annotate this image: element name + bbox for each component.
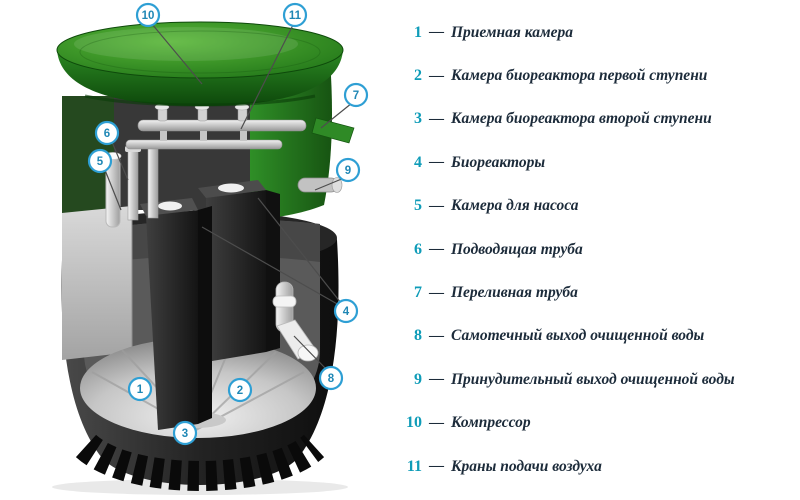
legend-number: 10 [406, 414, 422, 432]
legend-item: 2 — Камера биореактора первой ступени [394, 54, 792, 97]
callout-7: 7 [343, 82, 369, 108]
leader-lines [104, 23, 353, 371]
legend-dash: — [429, 24, 444, 41]
callout-8: 8 [318, 365, 344, 391]
callout-markers: 1 2 3 4 5 6 7 [87, 2, 369, 446]
svg-text:8: 8 [328, 373, 335, 385]
legend-label: Компрессор [451, 414, 531, 432]
legend-label: Приемная камера [451, 23, 573, 41]
svg-text:6: 6 [104, 128, 110, 140]
svg-text:2: 2 [237, 385, 243, 397]
legend-number: 2 [414, 67, 422, 85]
legend-item: 7 — Переливная труба [394, 271, 792, 314]
overflow-lip [311, 117, 355, 144]
callout-9: 9 [335, 157, 361, 183]
legend-label: Самотечный выход очищенной воды [451, 327, 705, 345]
legend-label: Камера для насоса [451, 197, 579, 215]
legend-item: 8 — Самотечный выход очищенной воды [394, 315, 792, 358]
legend: 1 — Приемная камера 2 — Камера биореакто… [394, 11, 792, 488]
legend-label: Биореакторы [451, 153, 546, 171]
legend-item: 4 — Биореакторы [394, 141, 792, 184]
svg-text:10: 10 [142, 10, 155, 22]
legend-label: Подводящая труба [451, 240, 583, 258]
svg-text:1: 1 [137, 384, 144, 396]
callout-1: 1 [127, 376, 153, 402]
legend-label: Камера биореактора второй ступени [451, 110, 712, 128]
legend-label: Краны подачи воздуха [451, 457, 602, 475]
legend-number: 7 [414, 284, 422, 302]
legend-item: 6 — Подводящая труба [394, 228, 792, 271]
legend-dash: — [429, 197, 444, 214]
legend-label: Переливная труба [451, 284, 578, 302]
legend-item: 3 — Камера биореактора второй ступени [394, 98, 792, 141]
legend-dash: — [429, 67, 444, 84]
callout-5: 5 [87, 148, 113, 174]
legend-number: 5 [414, 197, 422, 215]
legend-label: Камера биореактора первой ступени [451, 67, 708, 85]
legend-number: 4 [414, 153, 422, 171]
bioreactor-chamber-right [198, 180, 280, 362]
legend-dash: — [429, 371, 444, 388]
svg-text:11: 11 [289, 10, 302, 22]
air-manifold [125, 103, 307, 150]
legend-number: 8 [414, 327, 422, 345]
callout-4: 4 [333, 298, 359, 324]
legend-dash: — [429, 110, 444, 127]
legend-item: 11 — Краны подачи воздуха [394, 445, 792, 488]
legend-number: 11 [406, 457, 422, 475]
legend-item: 9 — Принудительный выход очищенной воды [394, 358, 792, 401]
legend-item: 5 — Камера для насоса [394, 185, 792, 228]
legend-item: 1 — Приемная камера [394, 11, 792, 54]
svg-text:3: 3 [182, 428, 188, 440]
svg-text:5: 5 [97, 156, 104, 168]
legend-dash: — [429, 458, 444, 475]
legend-dash: — [429, 241, 444, 258]
legend-number: 9 [414, 370, 422, 388]
legend-dash: — [429, 327, 444, 344]
cut-wall-panel [62, 206, 132, 360]
svg-text:7: 7 [353, 90, 359, 102]
chamber-port-right [218, 183, 244, 193]
ground-shadow [52, 479, 348, 495]
legend-dash: — [429, 154, 444, 171]
legend-number: 6 [414, 240, 422, 258]
legend-dash: — [429, 284, 444, 301]
septic-tank-illustration: 1 2 3 4 5 6 7 [52, 2, 369, 495]
green-cover [56, 21, 355, 144]
callout-2: 2 [227, 377, 253, 403]
legend-item: 10 — Компрессор [394, 402, 792, 445]
chamber-port-left [158, 201, 182, 211]
legend-dash: — [429, 414, 444, 431]
legend-label: Принудительный выход очищенной воды [451, 370, 735, 388]
cover-dome [56, 21, 344, 79]
legend-number: 3 [414, 110, 422, 128]
pressure-outlet-pipe [297, 177, 343, 193]
callout-6: 6 [94, 120, 120, 146]
callout-11: 11 [282, 2, 308, 28]
legend-number: 1 [414, 23, 422, 41]
callout-10: 10 [135, 2, 161, 28]
svg-text:4: 4 [343, 306, 350, 318]
svg-text:9: 9 [345, 165, 351, 177]
callout-3: 3 [172, 420, 198, 446]
